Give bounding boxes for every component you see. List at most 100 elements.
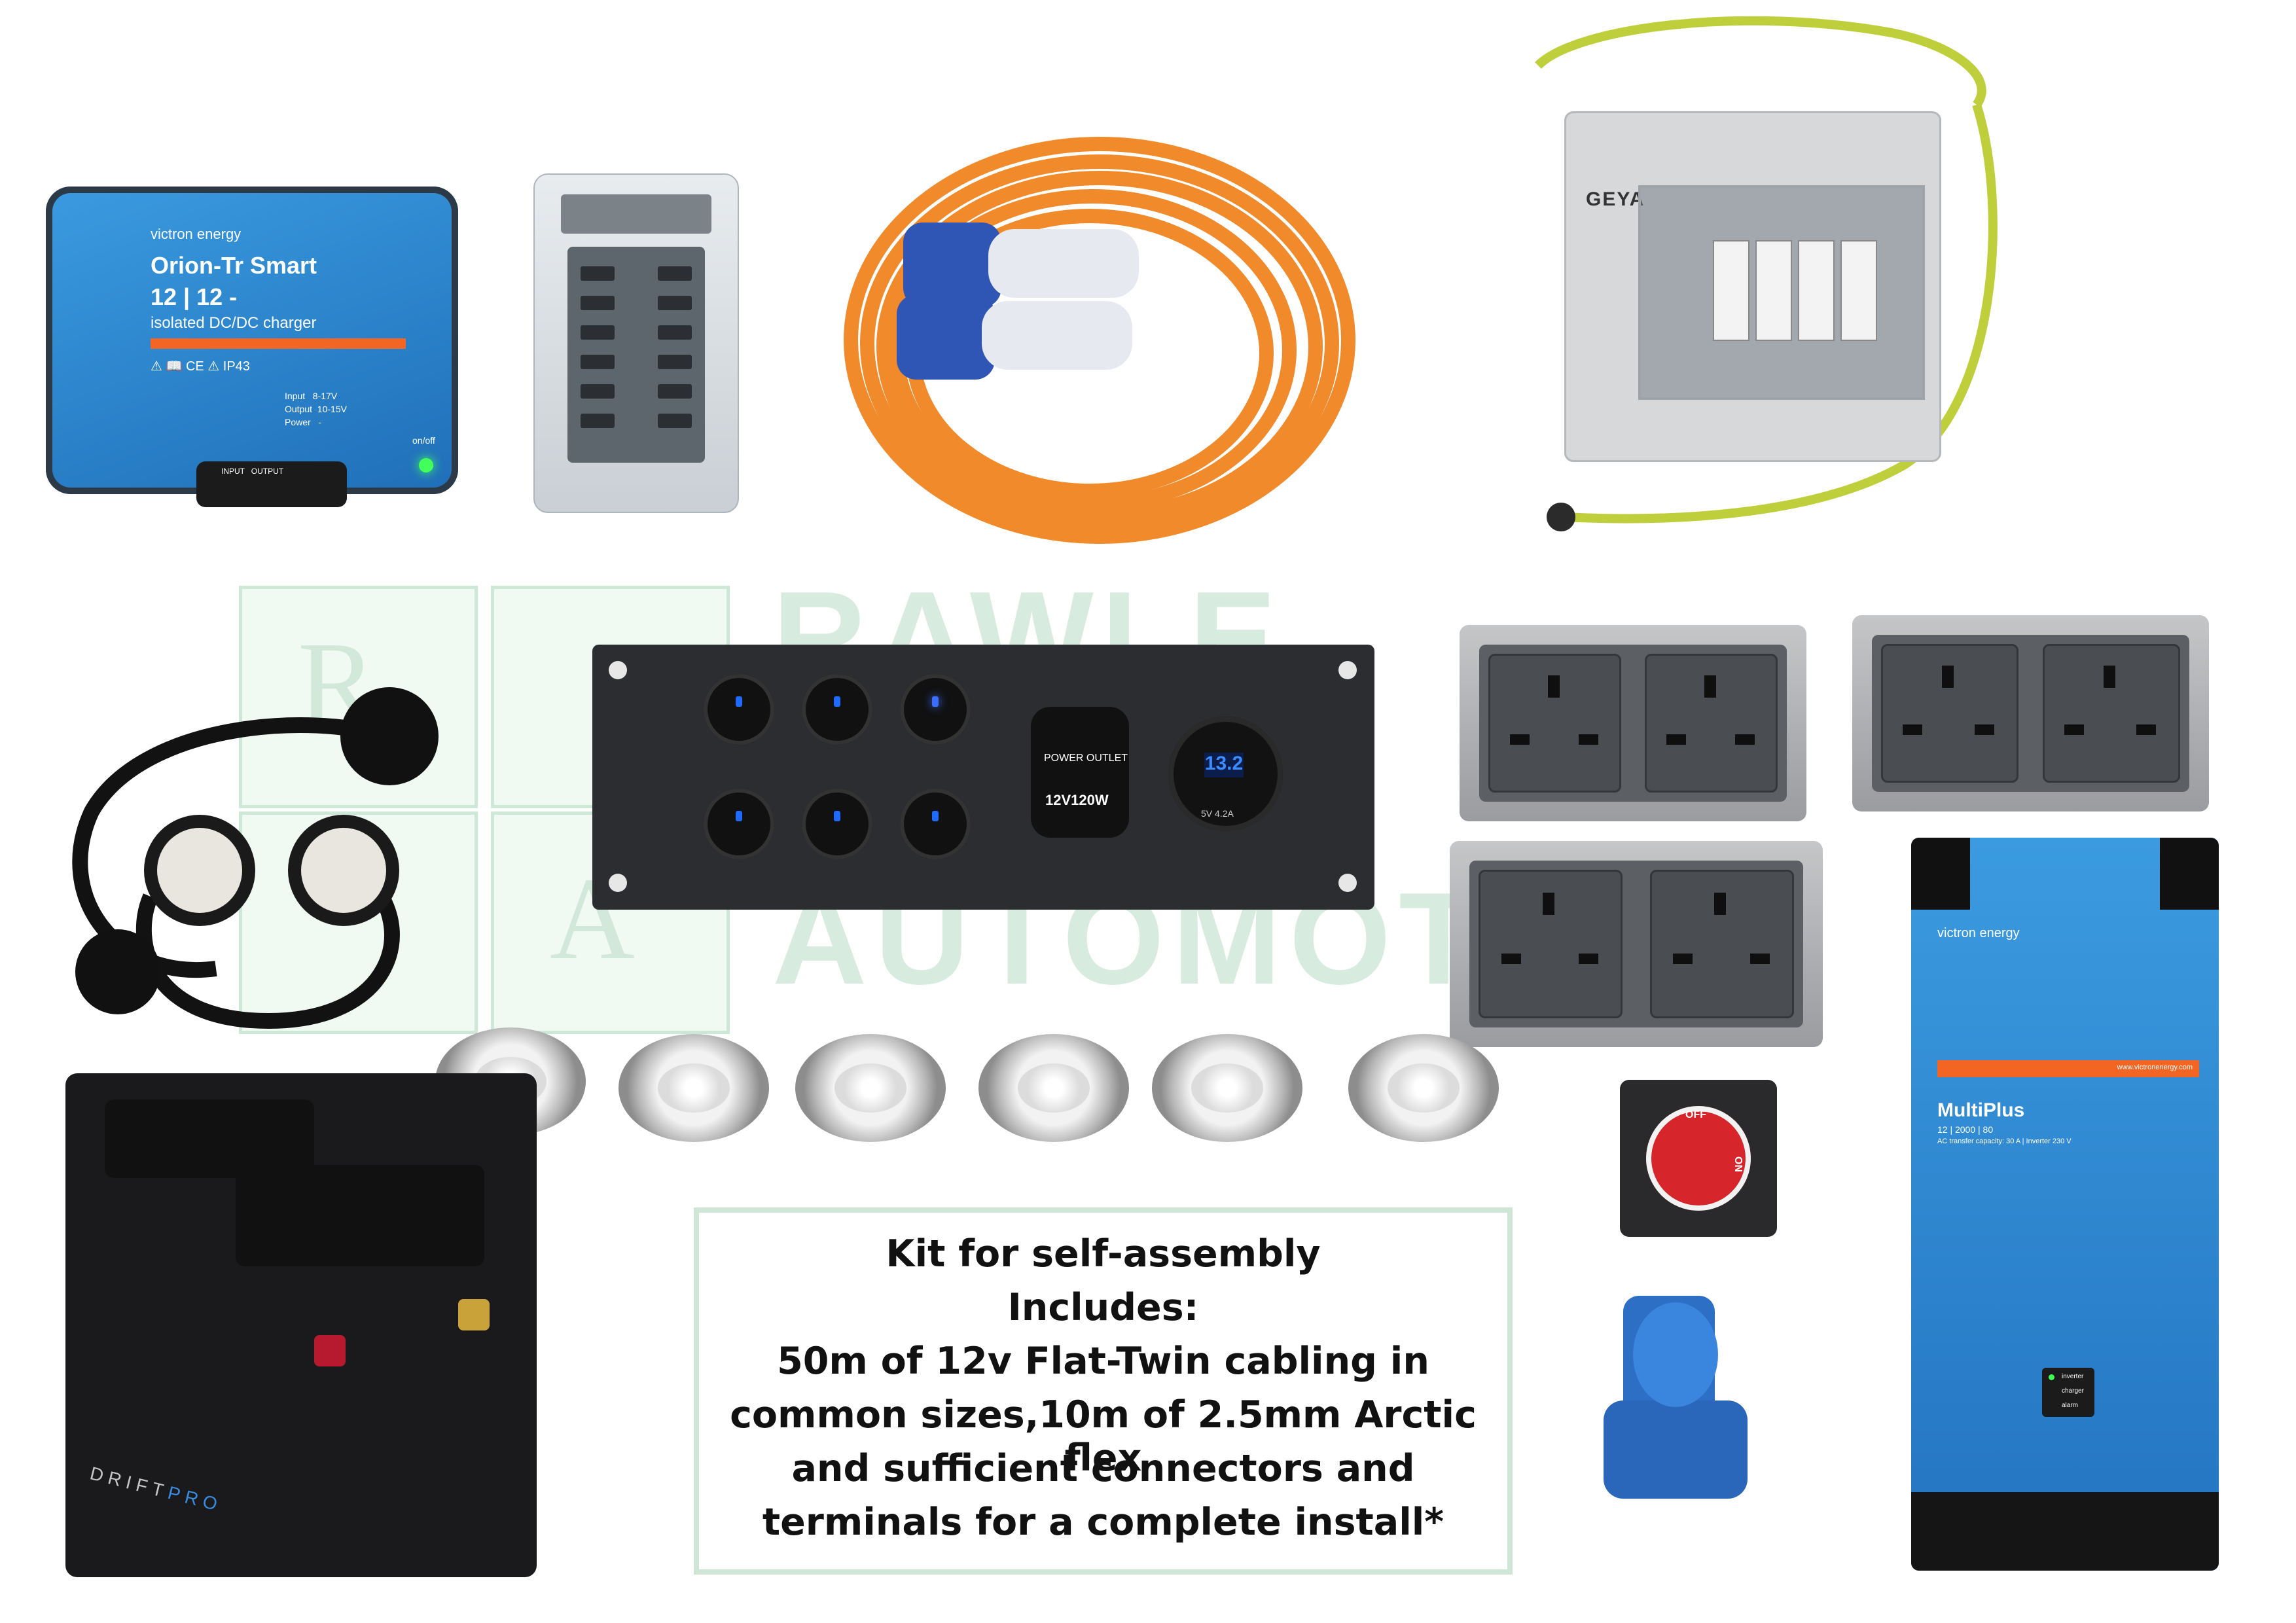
mains-socket-product [1460,625,1806,821]
socket-inner [1479,645,1787,802]
led-label: charger [2062,1387,2084,1395]
status-led-icon [419,458,433,473]
battery-brand-a: DRIFT [88,1463,171,1503]
fuse-box-busbar [561,194,711,234]
fuse-box-product [533,173,739,513]
orion-terminal-labels: INPUT OUTPUT [221,467,284,476]
orion-title-line1: Orion-Tr Smart [151,252,317,279]
multiplus-led-panel: inverter charger alarm [2042,1368,2094,1417]
led-downlight [619,1034,769,1142]
mains-socket-product [1852,615,2209,812]
rocker-switch [704,674,774,745]
battery-terminal-icon [458,1299,490,1330]
led-downlight [795,1034,946,1142]
consumer-unit-logo: GEYA [1586,188,1645,210]
multiplus-inverter-product: victron energy www.victronenergy.com Mul… [1911,838,2219,1571]
gooseneck-cap-icon [75,929,160,1014]
cigarette-socket: POWER OUTLET 12V120W [1031,707,1129,838]
switch-panel-product: POWER OUTLET 12V120W 13.2 5V 4.2A [592,645,1374,910]
battery-brand-b: PRO [166,1482,224,1516]
consumer-unit-window [1638,185,1925,400]
orion-onoff-label: on/off [412,435,435,446]
fuse [658,384,692,399]
rocker-switch [900,674,971,745]
inverter-led-icon [2049,1374,2054,1380]
kit-line: Kit for self-assembly [886,1232,1321,1275]
multiplus-website: www.victronenergy.com [2117,1063,2193,1071]
blue-connector-icon [897,223,1139,380]
circuit-breaker [1798,240,1835,341]
multiplus-orange-stripe: www.victronenergy.com [1937,1060,2199,1077]
kit-line: 50m of 12v Flat-Twin cabling in [777,1340,1429,1383]
battery-handle-recess [105,1099,314,1178]
led-downlight [978,1034,1129,1142]
multiplus-sub: AC transfer capacity: 30 A | Inverter 23… [1937,1137,2072,1145]
multiplus-foot [1911,1492,2219,1571]
gooseneck-cap-icon [340,687,439,785]
mount-hole [1338,874,1357,892]
earth-cable-icon [1535,16,1998,531]
kit-line: common sizes,10m of 2.5mm Arctic flex [730,1393,1477,1480]
battery-isolator-product: OFF ON [1620,1080,1777,1237]
orion-spec-table: Input 8-17V Output 10-15V Power - [285,391,347,427]
multiplus-name: MultiPlus [1937,1099,2025,1121]
socket-rating-label: 12V120W [1045,792,1109,808]
socket-inner [1872,635,2189,792]
leisure-battery-product: DRIFTPRO [65,1073,537,1577]
orion-brand: victron energy [151,226,242,242]
hookup-inlet-product [1604,1296,1748,1499]
consumer-unit-product: GEYA [1564,111,1941,462]
rocker-switch [802,789,872,859]
multiplus-brand: victron energy [1937,926,2020,940]
fuse [581,325,615,340]
multiplus-model: 12 | 2000 | 80 [1937,1124,1994,1135]
mount-hole [1338,661,1357,679]
orion-title-line2: 12 | 12 - [151,283,238,310]
fuse [658,296,692,310]
mains-socket-product [1450,841,1823,1047]
fuse [581,414,615,428]
socket-face [1644,654,1778,793]
usb-voltage-display: 13.2 [1204,753,1244,777]
orion-orange-stripe [151,338,406,349]
led-label: alarm [2062,1402,2079,1409]
led-label: inverter [2062,1373,2084,1380]
kit-line: Includes: [1007,1286,1199,1329]
multiplus-corner-cap [1911,838,1970,910]
socket-face [1881,644,2018,783]
kit-line: terminals for a complete install* [762,1501,1444,1544]
fuse [581,355,615,369]
orion-body: victron energy Orion-Tr Smart 12 | 12 - … [46,187,458,507]
battery-brand: DRIFTPRO [88,1463,224,1516]
isolator-on-label: ON [1732,1156,1744,1172]
fuse [581,266,615,281]
circuit-breaker [1755,240,1792,341]
led-downlight [1152,1034,1302,1142]
fuse [658,414,692,428]
battery-handle-recess [236,1165,484,1266]
fuse [658,266,692,281]
rocker-switch [802,674,872,745]
fuse [581,296,615,310]
battery-terminal-icon [314,1335,346,1366]
socket-face [1488,654,1622,793]
multiplus-corner-cap [2160,838,2219,910]
isolator-dial-icon [1646,1106,1751,1211]
mount-hole [609,874,627,892]
usb-rating-label: 5V 4.2A [1201,808,1234,819]
gooseneck-lens-icon [157,828,242,913]
kit-line: and sufficient connectors and [791,1447,1415,1490]
socket-face [1649,870,1794,1018]
rocker-switch [900,789,971,859]
socket-inner [1469,861,1803,1027]
mount-hole [609,661,627,679]
fuse [658,325,692,340]
gooseneck-lens-icon [301,828,386,913]
isolator-off-label: OFF [1685,1109,1706,1120]
orion-cert-marks: ⚠ 📖 CE ⚠ IP43 [151,359,250,374]
usb-charger: 13.2 5V 4.2A [1168,717,1283,831]
hookup-cable-product [844,137,1355,544]
fuse [658,355,692,369]
circuit-breaker [1840,240,1877,341]
socket-face [2043,644,2180,783]
